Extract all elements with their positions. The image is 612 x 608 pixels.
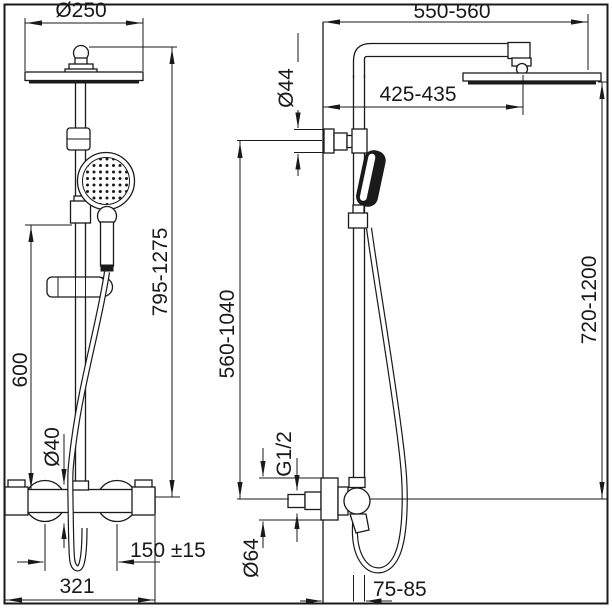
wall-bracket-side <box>323 128 368 154</box>
shower-hose-front <box>67 271 111 572</box>
overhead-shower-front <box>24 44 144 84</box>
side-view: 550-560 425-435 Ø44 560-1040 <box>216 0 607 604</box>
hand-shower-side <box>347 150 386 229</box>
dim-arm-projection: 425-435 <box>379 83 456 106</box>
dim-connection-spacing: 150 ±15 <box>130 539 206 562</box>
dim-body-width: 321 <box>59 575 94 598</box>
dim-bracket-diameter: Ø44 <box>275 68 298 108</box>
dim-bracket-height: 560-1040 <box>216 290 239 379</box>
mixer-valve-front <box>4 479 156 523</box>
dim-overall-reach: 550-560 <box>413 0 490 23</box>
dim-head-diameter: Ø250 <box>55 0 106 22</box>
slider-bracket-front <box>46 276 114 298</box>
dim-thread-size: G1/2 <box>273 431 296 477</box>
drawing-border <box>3 3 609 605</box>
dim-flange-diameter: Ø64 <box>240 538 263 578</box>
side-dimensions: 550-560 425-435 Ø44 560-1040 <box>216 0 607 604</box>
dim-total-height: 795-1275 <box>149 228 172 317</box>
dim-rail-length: 600 <box>9 352 32 387</box>
shower-hose-side <box>351 227 408 574</box>
dim-knob-diameter: Ø40 <box>41 427 64 467</box>
riser-and-arm-side <box>352 41 532 478</box>
front-view: Ø250 795-1275 600 Ø40 150 ±15 <box>4 0 206 603</box>
overhead-shower-side <box>462 72 602 85</box>
dim-wall-distance: 75-85 <box>373 578 427 601</box>
front-dimensions: Ø250 795-1275 600 Ø40 150 ±15 <box>4 0 206 603</box>
mixer-valve-side <box>287 476 371 534</box>
dim-head-height: 720-1200 <box>578 256 601 345</box>
hand-shower-front <box>76 151 136 272</box>
